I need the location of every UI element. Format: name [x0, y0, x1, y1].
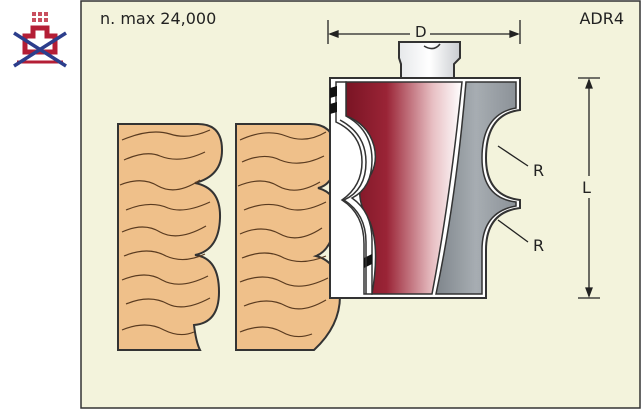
length-label: L	[582, 178, 591, 197]
wood-profile-left	[117, 123, 224, 351]
max-speed-label: n. max 24,000	[100, 9, 217, 28]
bit-cutting-edge	[435, 81, 517, 295]
radius-bottom-label: R	[533, 236, 545, 255]
radius-bottom-leader	[497, 219, 529, 243]
product-code-label: ADR4	[579, 9, 624, 28]
radius-top-leader	[497, 145, 529, 167]
no-hand-feed-icon	[13, 12, 67, 68]
dimension-l	[578, 77, 600, 299]
router-bit	[329, 41, 521, 299]
radius-top-label: R	[533, 161, 545, 180]
dimension-d	[327, 20, 521, 44]
wood-profile-right	[235, 123, 342, 351]
diameter-label: D	[415, 23, 427, 41]
